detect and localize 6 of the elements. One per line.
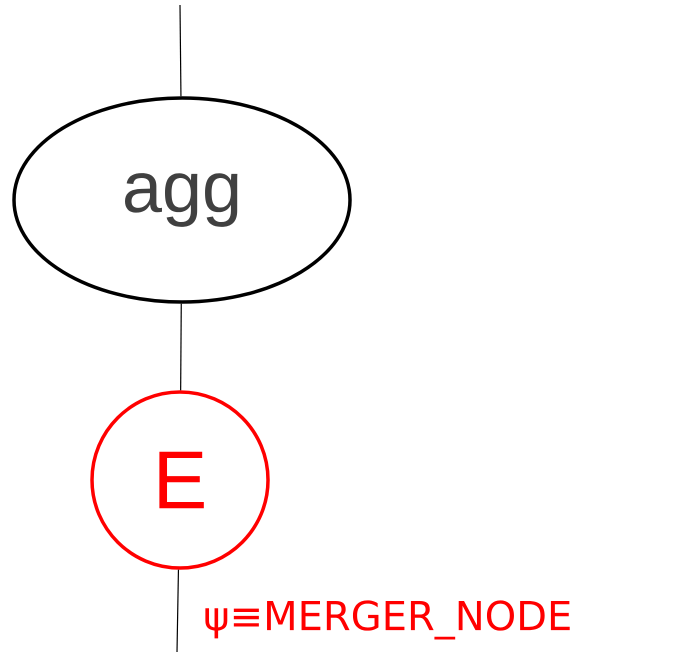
- node-caption: ψ≡MERGER_NODE: [205, 600, 570, 640]
- ellipse-node: agg: [12, 96, 352, 304]
- circle-node: E: [90, 390, 270, 570]
- connector-line: [176, 570, 180, 652]
- connector-line: [179, 4, 182, 96]
- connector-line: [180, 304, 182, 390]
